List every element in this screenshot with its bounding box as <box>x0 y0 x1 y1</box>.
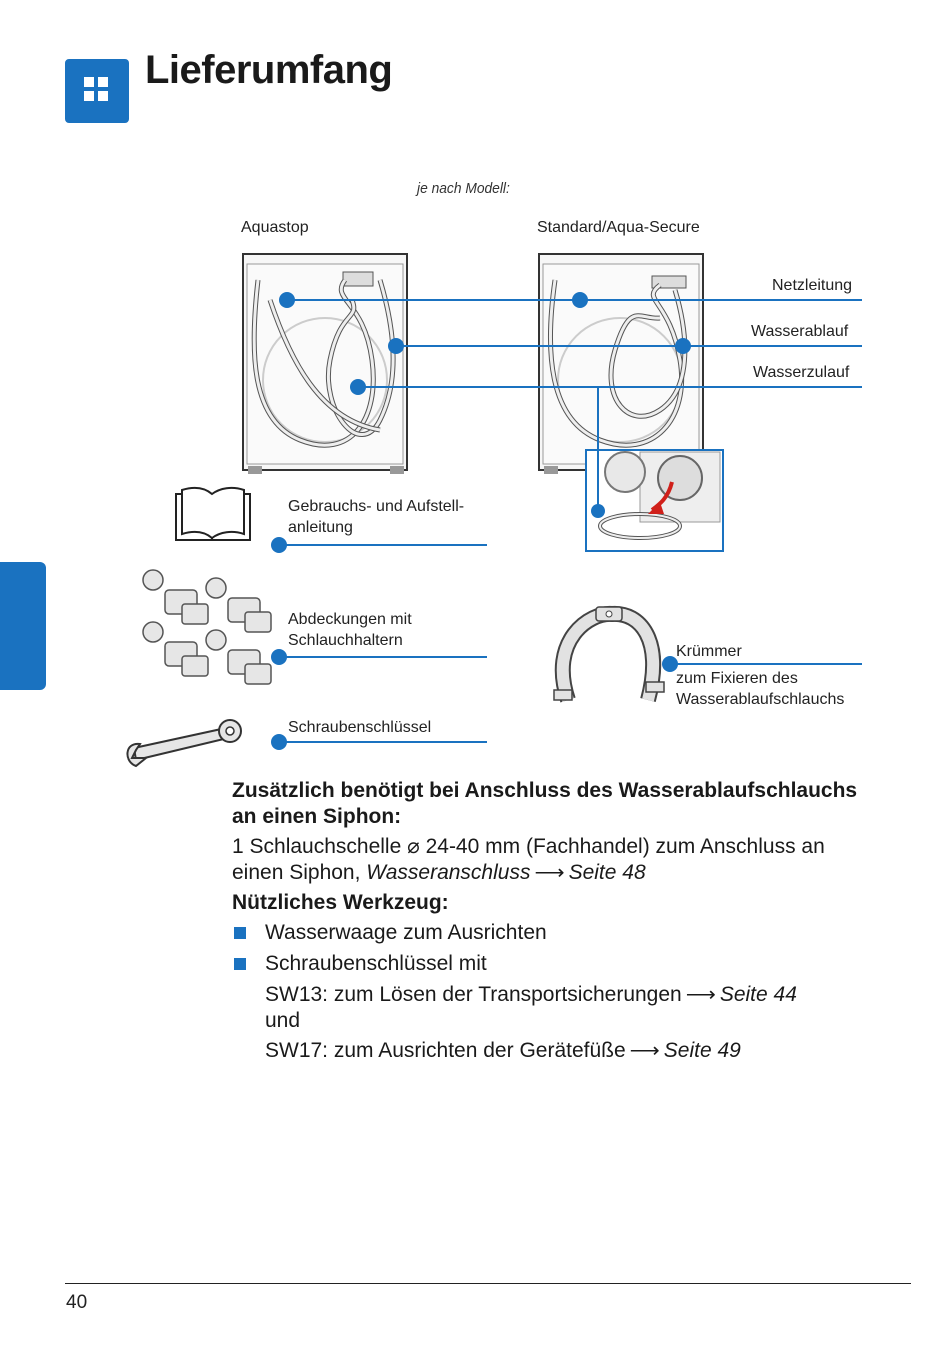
sw17-text: SW17: zum Ausrichten der Gerätefüße <box>265 1039 626 1062</box>
heading-additional-line2: an einen Siphon: <box>232 805 402 828</box>
cover-clips-icon <box>142 569 272 685</box>
delivery-contents-diagram <box>126 253 862 768</box>
item-label-wrench: Schraubenschlüssel <box>288 719 432 736</box>
list-item-text: Schraubenschlüssel mit <box>265 952 487 975</box>
link-page-44[interactable]: Seite 44 <box>719 983 797 1006</box>
hose-elbow-icon <box>553 605 665 703</box>
arrow-right-icon: ⟶ <box>629 1039 660 1062</box>
washing-machine-aquastop-illustration <box>242 253 408 474</box>
column-label-standard: Standard/Aqua-Secure <box>537 219 700 236</box>
callout-wasserablauf: Wasserablauf <box>751 323 849 340</box>
item-label-elbow-desc: zum Fixieren des Wasserablaufschlauchs <box>676 668 844 710</box>
item-label-covers-line1: Abdeckungen mit <box>288 611 412 628</box>
link-wasseranschluss[interactable]: Wasseranschluss <box>366 861 531 884</box>
variant-note: je nach Modell: <box>417 180 510 197</box>
sw13-line: SW13: zum Lösen der Transportsicherungen… <box>232 982 912 1008</box>
bullet-square-icon <box>234 958 246 970</box>
item-label-elbow-title: Krümmer <box>676 643 742 660</box>
hose-clamp-line1: 1 Schlauchschelle ⌀ 24-40 mm (Fachhandel… <box>232 835 825 858</box>
item-label-manual: Gebrauchs- und Aufstell- anleitung <box>288 496 464 538</box>
list-item: Wasserwaage zum Ausrichten <box>232 920 912 946</box>
hose-clamp-text: einen Siphon, <box>232 861 367 884</box>
callout-netzleitung: Netzleitung <box>772 277 853 294</box>
list-item: Schraubenschlüssel mit <box>232 951 912 977</box>
main-content: Zusätzlich benötigt bei Anschluss des Wa… <box>232 778 912 1064</box>
heading-additional-required: Zusätzlich benötigt bei Anschluss des Wa… <box>232 778 912 830</box>
item-label-manual-line1: Gebrauchs- und Aufstell- <box>288 498 465 515</box>
hose-clamp-line2: einen Siphon, Wasseranschluss⟶Seite 48 <box>232 860 912 886</box>
heading-useful-tools: Nützliches Werkzeug: <box>232 891 449 914</box>
footer-rule <box>65 1283 911 1284</box>
page-title: Lieferumfang <box>145 48 393 92</box>
hose-clamp-paragraph: 1 Schlauchschelle ⌀ 24-40 mm (Fachhandel… <box>232 834 912 886</box>
page-number: 40 <box>66 1292 88 1313</box>
bullet-square-icon <box>234 927 246 939</box>
column-label-aquastop: Aquastop <box>241 219 309 236</box>
item-label-manual-line2: anleitung <box>288 519 353 536</box>
chapter-tab-marker <box>0 562 46 690</box>
heading-additional-line1: Zusätzlich benötigt bei Anschluss des Wa… <box>232 779 858 802</box>
book-icon <box>175 486 251 541</box>
drain-hose-inset-illustration <box>585 449 724 552</box>
und-line: und <box>265 1009 301 1032</box>
sw13-text: SW13: zum Lösen der Transportsicherungen <box>265 983 682 1006</box>
arrow-right-icon: ⟶ <box>685 983 716 1006</box>
item-label-elbow-line1: zum Fixieren des <box>676 670 798 687</box>
wrench-icon <box>126 719 242 768</box>
washing-machine-standard-illustration <box>538 253 704 474</box>
list-item-text: Wasserwaage zum Ausrichten <box>265 921 547 944</box>
item-label-elbow-line2: Wasserablaufschlauchs <box>676 691 845 708</box>
sw17-line: SW17: zum Ausrichten der Gerätefüße⟶Seit… <box>232 1038 912 1064</box>
callout-wasserzulauf: Wasserzulauf <box>753 364 850 381</box>
item-label-covers: Abdeckungen mit Schlauchhaltern <box>288 609 412 651</box>
link-page-48[interactable]: Seite 48 <box>568 861 646 884</box>
item-label-covers-line2: Schlauchhaltern <box>288 632 403 649</box>
link-page-49[interactable]: Seite 49 <box>663 1039 741 1062</box>
arrow-right-icon: ⟶ <box>534 861 565 884</box>
tools-list: Wasserwaage zum Ausrichten Schraubenschl… <box>232 920 912 977</box>
grid-icon <box>65 59 129 123</box>
